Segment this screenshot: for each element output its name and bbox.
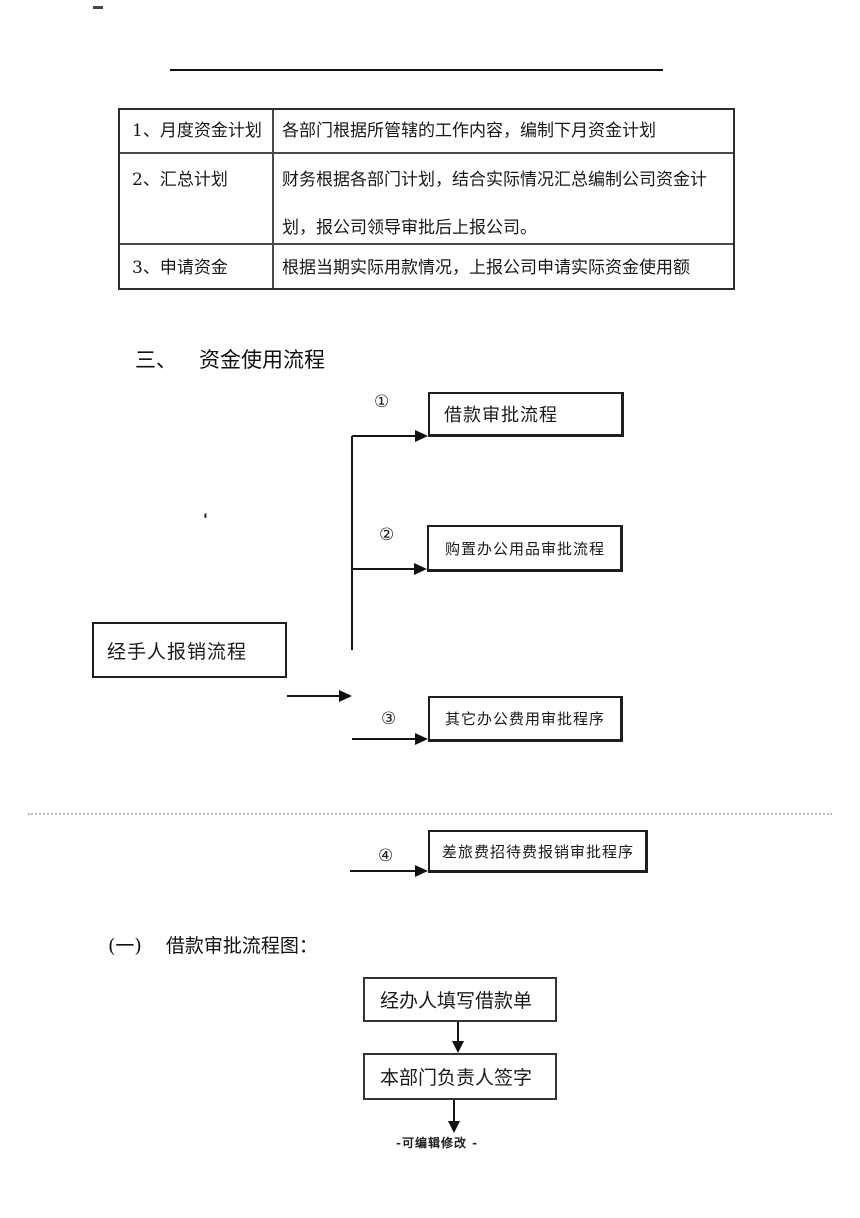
section-number: 三、 — [135, 348, 177, 372]
section-heading: 三、资金使用流程 — [135, 344, 325, 374]
branch-number-2: ② — [379, 525, 395, 545]
table-row-divider — [120, 152, 733, 154]
stray-apostrophe-mark: ' — [203, 510, 208, 529]
connector-line — [352, 738, 415, 740]
flow-box-loan-approval: 借款审批流程 — [428, 392, 624, 437]
flow-box-office-supplies: 购置办公用品审批流程 — [427, 525, 623, 572]
dotted-divider-line — [28, 813, 832, 815]
arrowhead-right — [339, 690, 352, 702]
subsection-number: (一) — [108, 935, 142, 957]
top-divider-line — [170, 69, 663, 71]
table-row-label: 3、申请资金 — [132, 258, 228, 278]
connector-line — [453, 1100, 455, 1122]
arrowhead-right — [415, 865, 428, 877]
branch-number-3: ③ — [381, 709, 397, 729]
flow-box-handler-reimbursement: 经手人报销流程 — [92, 622, 287, 678]
subsection-heading: (一) 借款审批流程图： — [108, 931, 318, 958]
branch-number-4: ④ — [378, 846, 394, 866]
table-row-divider — [120, 243, 733, 245]
flow-box-label: 借款审批流程 — [444, 405, 558, 426]
table-row-label: 1、月度资金计划 — [132, 121, 262, 141]
flow-box-label: 经办人填写借款单 — [380, 990, 533, 1012]
connector-line — [352, 435, 416, 437]
connector-line — [287, 695, 339, 697]
table-cell-text: 根据当期实际用款情况，上报公司申请实际资金使用额 — [282, 258, 690, 278]
table-column-divider — [272, 110, 274, 288]
loan-step-box-fill-form: 经办人填写借款单 — [363, 977, 557, 1022]
flow-box-label: 本部门负责人签字 — [380, 1067, 533, 1089]
table-cell-text: 划，报公司领导审批后上报公司。 — [282, 218, 537, 238]
flow-box-label: 其它办公费用审批程序 — [445, 710, 606, 728]
subsection-title: 借款审批流程图： — [165, 935, 318, 957]
arrowhead-right — [414, 563, 427, 575]
arrowhead-down — [452, 1041, 464, 1053]
table-cell-text: 各部门根据所管辖的工作内容，编制下月资金计划 — [282, 121, 656, 141]
table-row-label: 2、汇总计划 — [132, 170, 228, 190]
fund-plan-table: 1、月度资金计划 各部门根据所管辖的工作内容，编制下月资金计划 2、汇总计划 财… — [118, 108, 735, 290]
flow-box-label: 购置办公用品审批流程 — [445, 539, 606, 558]
footer-editable-note: -可编辑修改 - — [396, 1136, 479, 1150]
section-title: 资金使用流程 — [199, 348, 325, 372]
table-cell-text: 财务根据各部门计划，结合实际情况汇总编制公司资金计 — [282, 170, 707, 190]
connector-line — [457, 1022, 459, 1042]
connector-line — [352, 568, 414, 570]
flow-box-travel-entertainment: 差旅费招待费报销审批程序 — [428, 830, 648, 873]
flow-box-label: 经手人报销流程 — [107, 640, 248, 663]
flow-box-label: 差旅费招待费报销审批程序 — [442, 842, 635, 861]
arrowhead-right — [415, 430, 428, 442]
scan-artifact-mark — [93, 6, 103, 9]
arrowhead-right — [415, 733, 428, 745]
arrowhead-down — [448, 1121, 460, 1133]
flow-box-other-office-expense: 其它办公费用审批程序 — [428, 696, 623, 742]
connector-line — [351, 436, 353, 650]
connector-line — [350, 870, 415, 872]
loan-step-box-dept-head-sign: 本部门负责人签字 — [363, 1053, 557, 1100]
branch-number-1: ① — [374, 392, 390, 412]
